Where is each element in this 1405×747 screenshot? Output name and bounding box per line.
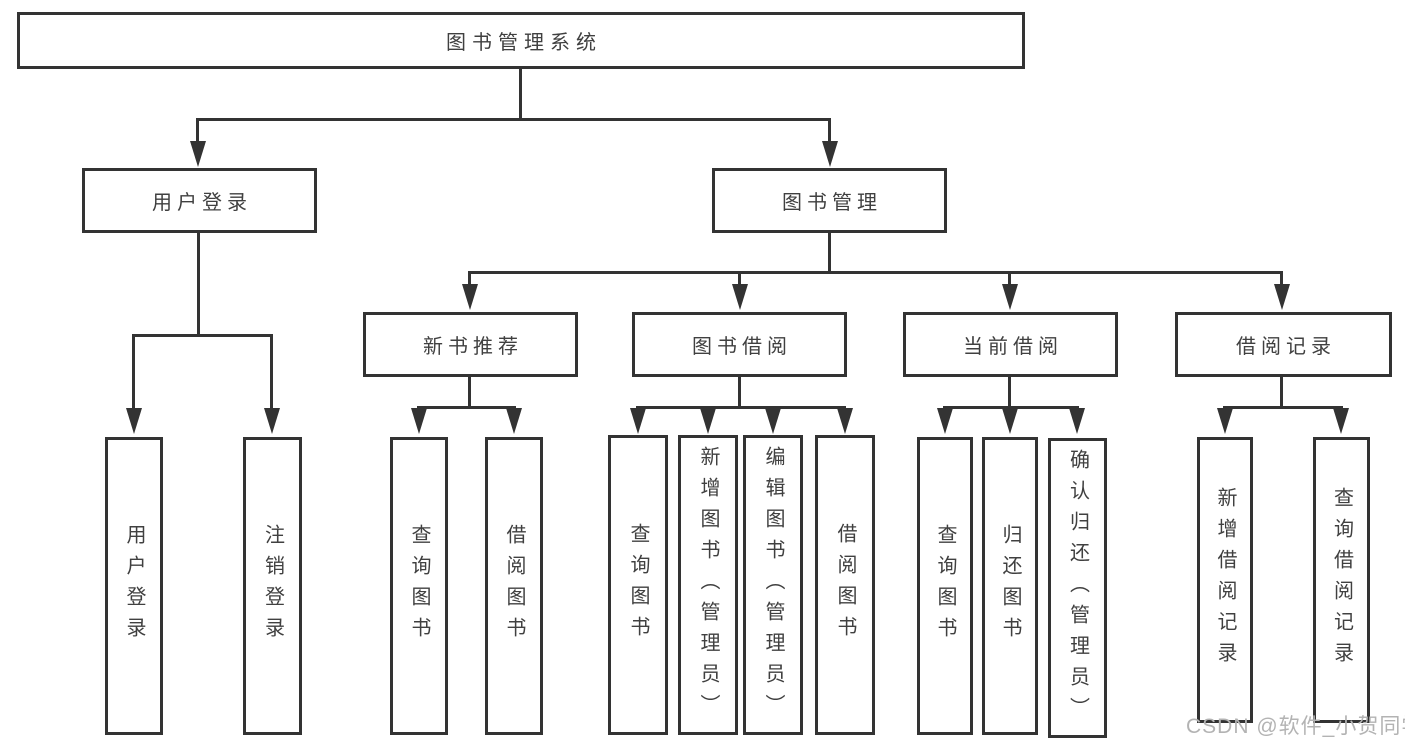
node-user-login: 用户登录 — [82, 168, 317, 233]
node-current-borrowing-label: 当前借阅 — [963, 336, 1063, 358]
connector-borrowing-records-children-horizontal — [1223, 406, 1343, 409]
leaf-user-login-label: 用户登录 — [123, 524, 145, 648]
leaf-confirm-return-admin-label: 确认归还（管理员） — [1066, 448, 1089, 728]
leaf-return-books: 归还图书 — [982, 437, 1038, 735]
arrow-down-icon — [462, 284, 478, 310]
leaf-query-books-borrowing: 查询图书 — [608, 435, 668, 735]
node-new-books-label: 新书推荐 — [423, 336, 523, 358]
connector-stem-leaf-user-login — [132, 335, 135, 412]
arrow-down-icon — [1333, 408, 1349, 434]
arrow-down-icon — [630, 408, 646, 434]
leaf-add-borrow-record-label: 新增借阅记录 — [1214, 487, 1236, 673]
node-book-management: 图书管理 — [712, 168, 947, 233]
node-book-borrowing-label: 图书借阅 — [692, 336, 792, 358]
node-current-borrowing: 当前借阅 — [903, 312, 1118, 377]
arrow-down-icon — [732, 284, 748, 310]
leaf-borrow-books-borrowing: 借阅图书 — [815, 435, 875, 735]
connector-stem-new-books — [468, 271, 471, 289]
node-root-label: 图书管理系统 — [446, 32, 602, 54]
leaf-edit-books-admin: 编辑图书（管理员） — [743, 435, 803, 735]
connector-level3-horizontal — [468, 271, 1283, 274]
leaf-query-books-current: 查询图书 — [917, 437, 973, 735]
arrow-down-icon — [1069, 408, 1085, 434]
arrow-down-icon — [411, 408, 427, 434]
arrow-down-icon — [822, 141, 838, 167]
connector-user-login-down — [197, 233, 200, 335]
leaf-query-borrow-record-label: 查询借阅记录 — [1330, 487, 1353, 673]
arrow-down-icon — [1002, 408, 1018, 434]
connector-root-down — [519, 69, 522, 118]
leaf-query-books-newbooks-label: 查询图书 — [408, 524, 430, 648]
node-new-books: 新书推荐 — [363, 312, 578, 377]
node-user-login-label: 用户登录 — [152, 192, 252, 214]
leaf-logout-label: 注销登录 — [261, 524, 284, 648]
leaf-query-borrow-record: 查询借阅记录 — [1313, 437, 1370, 723]
connector-stem-current-borrowing — [1008, 271, 1011, 289]
connector-stem-borrowing-records — [1280, 271, 1283, 289]
connector-stem-user-login — [196, 118, 199, 146]
connector-borrowing-records-down — [1280, 377, 1283, 407]
arrow-down-icon — [1002, 284, 1018, 310]
leaf-borrow-books-borrowing-label: 借阅图书 — [834, 523, 856, 647]
leaf-logout: 注销登录 — [243, 437, 302, 735]
connector-stem-book-management — [828, 118, 831, 146]
leaf-add-books-admin: 新增图书（管理员） — [678, 435, 738, 735]
leaf-query-books-newbooks: 查询图书 — [390, 437, 448, 735]
node-root: 图书管理系统 — [17, 12, 1025, 69]
connector-level2-horizontal — [196, 118, 830, 121]
leaf-add-books-admin-label: 新增图书（管理员） — [697, 445, 719, 725]
leaf-user-login: 用户登录 — [105, 437, 163, 735]
node-borrowing-records-label: 借阅记录 — [1236, 336, 1336, 358]
leaf-borrow-books-newbooks: 借阅图书 — [485, 437, 543, 735]
connector-stem-book-borrowing — [738, 271, 741, 289]
leaf-query-books-current-label: 查询图书 — [934, 524, 956, 648]
connector-user-login-children-horizontal — [132, 334, 273, 337]
node-book-borrowing: 图书借阅 — [632, 312, 847, 377]
leaf-return-books-label: 归还图书 — [999, 524, 1021, 648]
connector-current-borrowing-children-horizontal — [943, 406, 1079, 409]
arrow-down-icon — [1217, 408, 1233, 434]
connector-book-management-down — [828, 233, 831, 272]
leaf-add-borrow-record: 新增借阅记录 — [1197, 437, 1253, 723]
connector-book-borrowing-children-horizontal — [636, 406, 846, 409]
leaf-confirm-return-admin: 确认归还（管理员） — [1048, 438, 1107, 738]
arrow-down-icon — [700, 408, 716, 434]
connector-new-books-down — [468, 377, 471, 407]
leaf-borrow-books-newbooks-label: 借阅图书 — [503, 524, 525, 648]
arrow-down-icon — [190, 141, 206, 167]
arrow-down-icon — [1274, 284, 1290, 310]
arrow-down-icon — [765, 408, 781, 434]
connector-current-borrowing-down — [1008, 377, 1011, 407]
node-borrowing-records: 借阅记录 — [1175, 312, 1392, 377]
arrow-down-icon — [264, 408, 280, 434]
connector-stem-leaf-logout — [270, 335, 273, 412]
arrow-down-icon — [937, 408, 953, 434]
arrow-down-icon — [126, 408, 142, 434]
connector-new-books-children-horizontal — [417, 406, 516, 409]
leaf-edit-books-admin-label: 编辑图书（管理员） — [762, 445, 784, 725]
csdn-watermark: CSDN @软件_小贺同学 — [1186, 715, 1405, 738]
connector-book-borrowing-down — [738, 377, 741, 407]
leaf-query-books-borrowing-label: 查询图书 — [627, 523, 649, 647]
arrow-down-icon — [837, 408, 853, 434]
arrow-down-icon — [506, 408, 522, 434]
node-book-management-label: 图书管理 — [782, 192, 882, 214]
